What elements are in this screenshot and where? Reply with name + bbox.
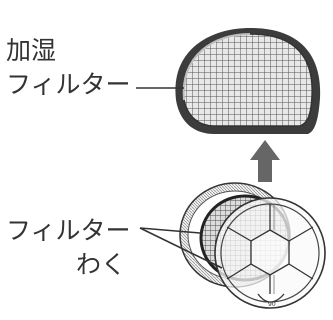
humidifier-filter [136, 28, 321, 134]
humidifier-filter-label-line1: 加湿 [6, 36, 56, 65]
filter-frame-label-line1: フィルター [6, 216, 131, 245]
frame-front-grille: 90 [214, 197, 326, 309]
arrow-up-icon [250, 140, 280, 182]
filter-frame-label-line2: わく [76, 250, 126, 279]
humidifier-filter-label-line2: フィルター [6, 70, 131, 99]
humidifier-filter-label: 加湿 フィルター [6, 36, 131, 99]
frame-leader-line-lower [139, 227, 223, 269]
frame-mark: 90 [268, 301, 276, 308]
frame-leader-line-upper [139, 227, 201, 234]
filter-frame-assembly: 90 [139, 182, 326, 309]
filter-frame-label: フィルター わく [6, 216, 131, 279]
